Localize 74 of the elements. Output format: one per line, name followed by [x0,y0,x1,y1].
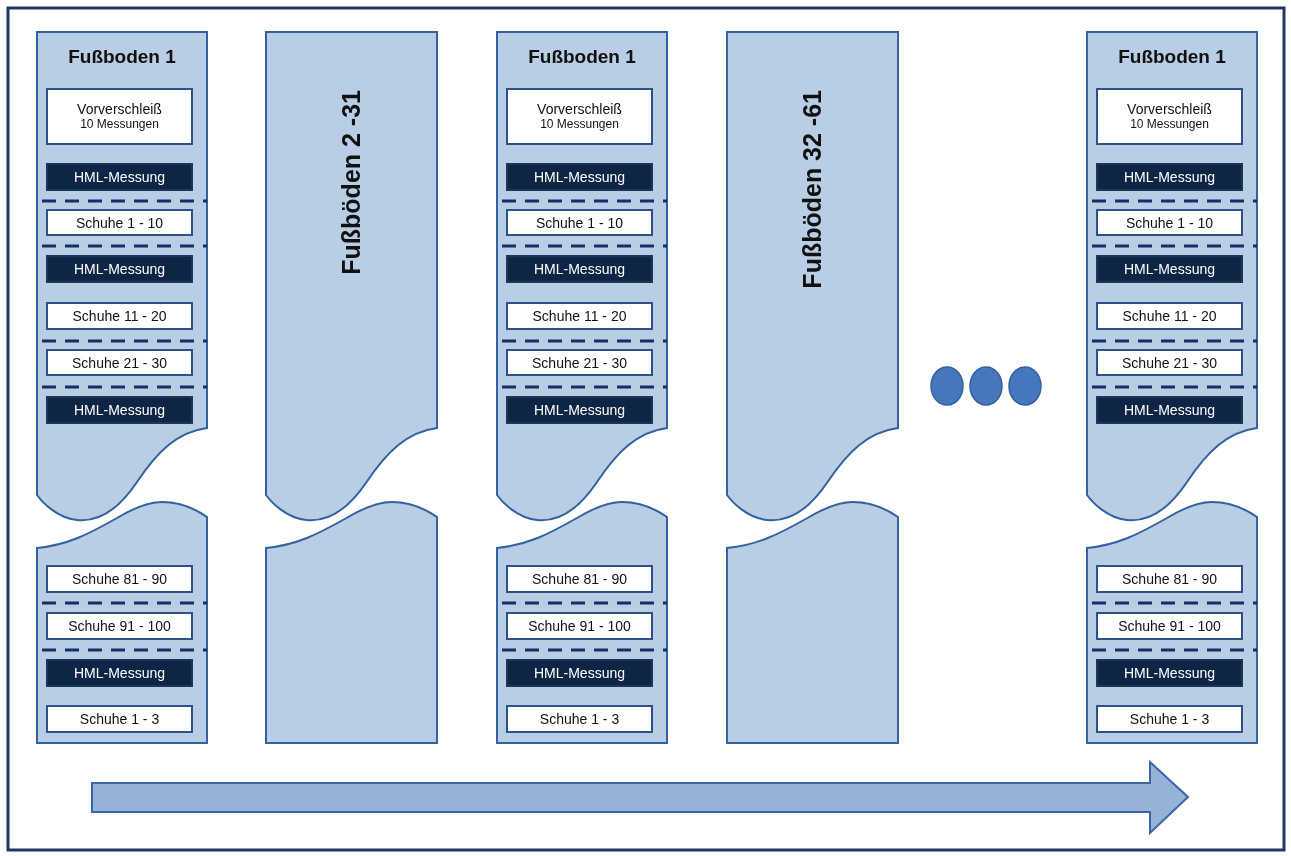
column-heading: Fußboden 1 [1117,46,1227,68]
step-box [1096,209,1243,236]
step-label: Vorverschleiß [77,101,162,117]
step-label: Schuhe 1 - 3 [539,711,620,727]
step-label: Schuhe 91 - 100 [68,618,171,634]
step-label: HML-Messung [1124,665,1215,681]
step-label: Schuhe 21 - 30 [532,354,627,371]
step-label: HML-Messung [1124,169,1215,185]
step-box [46,209,193,236]
step-box [506,209,653,236]
step-sublabel: 10 Messungen [80,117,159,132]
measurement-box [1096,163,1243,191]
step-label: Schuhe 11 - 20 [532,308,627,324]
step-label: HML-Messung [534,261,625,277]
step-label: Vorverschleiß [1127,101,1212,117]
step-label: Schuhe 1 - 10 [75,214,164,231]
measurement-box [506,255,653,283]
step-label: Schuhe 1 - 3 [79,711,160,727]
step-label: Schuhe 21 - 30 [72,354,167,371]
measurement-box [46,396,193,424]
step-box [1096,612,1243,640]
step-box [1096,302,1243,330]
step-box [506,349,653,376]
step-label: Schuhe 21 - 30 [1122,354,1217,371]
step-label: HML-Messung [74,665,165,681]
measurement-box [506,659,653,687]
step-box [506,565,653,593]
step-label: HML-Messung [1124,261,1215,277]
step-label: Schuhe 1 - 10 [1125,214,1214,231]
step-box [1096,705,1243,733]
step-sublabel: 10 Messungen [540,117,619,132]
step-label: HML-Messung [534,665,625,681]
step-label: Schuhe 81 - 90 [532,571,627,587]
step-label: Schuhe 11 - 20 [1122,308,1217,324]
measurement-box [506,396,653,424]
step-box [46,349,193,376]
step-box [46,612,193,640]
measurement-box [46,163,193,191]
step-label: Schuhe 81 - 90 [72,571,167,587]
step-label: HML-Messung [534,402,625,418]
column-heading-vertical: Fußböden 2 -31 [336,90,366,275]
step-box [506,302,653,330]
step-box [1096,88,1243,145]
step-label: Schuhe 81 - 90 [1122,571,1217,587]
measurement-box [1096,396,1243,424]
step-label: HML-Messung [1124,402,1215,418]
step-label: Schuhe 1 - 3 [1129,711,1210,727]
measurement-box [1096,659,1243,687]
step-box [1096,565,1243,593]
step-label: Schuhe 11 - 20 [72,308,167,324]
step-box [506,88,653,145]
step-box [1096,349,1243,376]
step-box [46,565,193,593]
step-box [46,88,193,145]
step-box [46,705,193,733]
step-sublabel: 10 Messungen [1130,117,1209,132]
step-label: HML-Messung [74,402,165,418]
step-box [506,705,653,733]
column-heading: Fußboden 1 [67,46,177,68]
column-heading-vertical: Fußböden 32 -61 [797,90,827,289]
measurement-box [506,163,653,191]
step-label: HML-Messung [74,261,165,277]
step-label: Schuhe 91 - 100 [528,618,631,634]
step-label: Schuhe 1 - 10 [535,214,624,231]
step-label: HML-Messung [534,169,625,185]
measurement-box [1096,255,1243,283]
step-label: Schuhe 91 - 100 [1118,618,1221,634]
step-box [506,612,653,640]
step-label: Vorverschleiß [537,101,622,117]
step-label: HML-Messung [74,169,165,185]
measurement-box [46,659,193,687]
measurement-box [46,255,193,283]
column-heading: Fußboden 1 [527,46,637,68]
step-box [46,302,193,330]
